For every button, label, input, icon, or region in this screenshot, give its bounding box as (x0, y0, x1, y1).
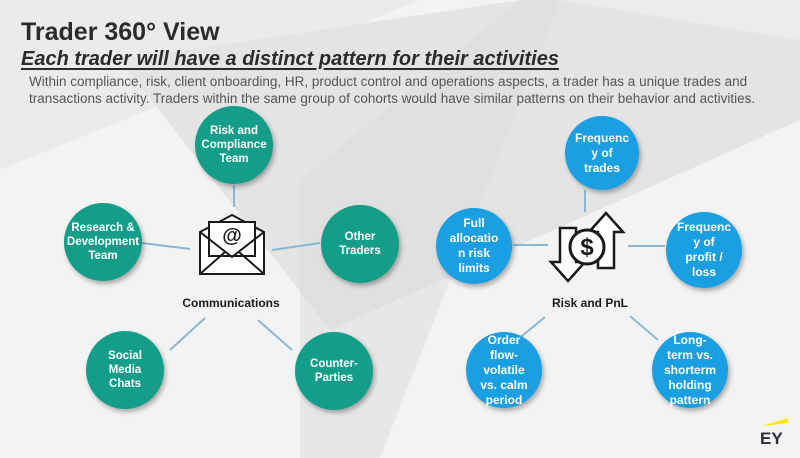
description-text: Within compliance, risk, client onboardi… (29, 74, 756, 106)
node-social-media-chats: Social Media Chats (86, 331, 164, 409)
node-risk-compliance-team: Risk and Compliance Team (195, 106, 273, 184)
node-frequency-of-trades: Frequenc y of trades (565, 116, 639, 190)
node-research-development-team: Research & Development Team (64, 203, 142, 281)
node-order-flow-volatile-calm: Order flow- volatile vs. calm period (466, 332, 542, 408)
envelope-at-icon: @ (199, 213, 265, 275)
connector-line (271, 242, 321, 251)
connector-line (169, 317, 206, 351)
page-subtitle: Each trader will have a distinct pattern… (21, 48, 559, 70)
svg-text:EY: EY (760, 429, 783, 448)
page-title: Trader 360° View (21, 18, 220, 46)
dollar-arrows-icon: $ (548, 211, 626, 283)
communications-hub-label: Communications (182, 296, 280, 310)
risk-pnl-hub-label: Risk and PnL (551, 296, 628, 310)
svg-text:$: $ (580, 234, 594, 261)
node-counter-parties: Counter- Parties (295, 332, 373, 410)
svg-text:@: @ (222, 225, 242, 247)
connector-line (257, 319, 293, 351)
node-full-allocation-risk-limits: Full allocatio n risk limits (436, 208, 512, 284)
node-other-traders: Other Traders (321, 205, 399, 283)
connector-line (629, 315, 659, 341)
connector-line (141, 242, 191, 250)
node-long-term-vs-shortterm-holding: Long- term vs. shorterm holding pattern (652, 332, 728, 408)
ey-logo: EY (760, 418, 788, 448)
node-frequency-of-profit-loss: Frequenc y of profit / loss (666, 212, 742, 288)
